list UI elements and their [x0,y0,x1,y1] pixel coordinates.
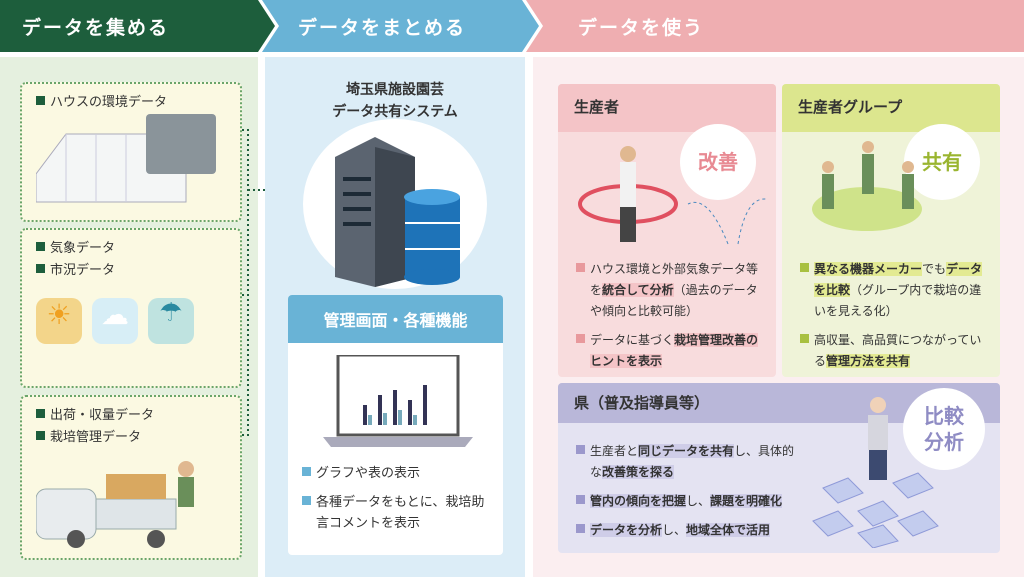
highlight-text: データを分析 [590,523,663,537]
management-panel: 管理画面・各種機能 グラフや表の表示 各種データをもとに、栽培助言コメントを表示 [288,295,503,555]
use-column: 生産者 改善 ハウス環境と外部気象データ等を統合して分析（過去のデータや傾向と比… [533,57,1024,577]
prefecture-title: 県（普及指導員等） [558,383,1000,423]
item-text: ハウス環境と外部気象データ等を [590,262,759,297]
group-items: 異なる機器メーカーでもデータを比較（グループ内で栽培の違いを見える化） 高収量、高… [800,259,990,377]
panel-title: 管理画面・各種機能 [288,295,503,343]
item-text: し、 [662,523,687,537]
feature-text: 各種データをもとに、栽培助言コメントを表示 [316,495,485,531]
group-badge: 共有 [904,124,980,200]
bullet-square [800,263,809,272]
sun-icon: ☀ [36,298,82,344]
laptop-chart-icon [323,353,473,447]
banner-collect: データを集める [22,16,170,39]
group-item: 高収量、高品質につながっている管理方法を共有 [800,330,990,372]
producer-item: ハウス環境と外部気象データ等を統合して分析（過去のデータや傾向と比較可能） [576,259,766,322]
label-market: 市況データ [50,263,116,278]
item-text: （過去のデータや傾向と比較可能） [590,283,758,318]
umbrella-icon: ☂ [148,298,194,344]
highlight-text: 統合して分析 [602,283,674,297]
highlight-text: 課題を明確化 [710,494,783,508]
house-environment-box: ハウスの環境データ [20,82,242,222]
highlight-text: 改善策を探る [602,465,675,479]
producer-title: 生産者 [558,84,776,132]
weather-market-box: 気象データ 市況データ ☀ ☁ ☂ [20,228,242,388]
banner-shapes [0,0,1024,52]
item-text: し、 [686,494,711,508]
prefecture-item: データを分析し、地域全体で活用 [576,520,806,541]
highlight-text: 同じデータを共有 [638,444,735,458]
item-text: 高収量、高品質につながっている [814,333,982,368]
prefecture-badge: 比較分析 [903,388,985,470]
bullet-square [576,445,585,454]
organize-column: 埼玉県施設園芸 データ共有システム 管理画面・各種機能 グラフや表の表示 各種デ… [265,57,525,577]
label-house-env: ハウスの環境データ [50,95,168,110]
greenhouse-icon [35,114,216,203]
group-item: 異なる機器メーカーでもデータを比較（グループ内で栽培の違いを見える化） [800,259,990,322]
banner-use: データを使う [578,16,705,39]
feature-item: グラフや表の表示 [302,463,497,484]
collect-column: ハウスの環境データ 気象データ 市況データ ☀ ☁ ☂ 出荷・収量データ 栽培管… [0,57,258,577]
truck-icon [35,461,194,548]
system-subtitle: データ共有システム [332,104,458,120]
banner-organize: データをまとめる [298,16,467,39]
label-shipment: 出荷・収量データ [50,408,155,423]
group-card: 生産者グループ 共有 異なる機器メーカーでもデータを比較（グループ内で栽培の違い… [782,84,1000,377]
label-cultivation: 栽培管理データ [50,430,142,445]
prefecture-items: 生産者と同じデータを共有し、具体的な改善策を探る管内の傾向を把握し、課題を明確化… [576,441,806,549]
producer-items: ハウス環境と外部気象データ等を統合して分析（過去のデータや傾向と比較可能） データ… [576,259,766,377]
bullet-square [576,524,585,533]
highlight-text: 地域全体で活用 [686,523,771,537]
prefecture-item: 管内の傾向を把握し、課題を明確化 [576,491,806,512]
producer-card: 生産者 改善 ハウス環境と外部気象データ等を統合して分析（過去のデータや傾向と比… [558,84,776,377]
highlight-text: 異なる機器メーカー [814,262,923,276]
bullet-square [576,263,585,272]
server-database-icon [335,137,460,287]
bullet-square [800,334,809,343]
item-text: でも [922,262,947,276]
producer-item: データに基づく栽培管理改善のヒントを表示 [576,330,766,372]
cloud-icon: ☁ [92,298,138,344]
highlight-text: 管理方法を共有 [826,354,911,368]
bullet-square [576,334,585,343]
producer-badge: 改善 [680,124,756,200]
prefecture-card: 県（普及指導員等） 比較分析 生産者と同じデータを共有し、具体的な改善策を探る管… [558,383,1000,553]
bullet-square [576,495,585,504]
producer-group-illustration [812,141,922,231]
item-text: し、具体的な [590,444,795,479]
label-weather: 気象データ [50,241,116,256]
highlight-text: 管内の傾向を把握 [590,494,687,508]
system-title: 埼玉県施設園芸 [346,82,444,98]
shipment-box: 出荷・収量データ 栽培管理データ [20,395,242,560]
group-title: 生産者グループ [782,84,1000,132]
item-text: 生産者と [590,444,639,458]
prefecture-item: 生産者と同じデータを共有し、具体的な改善策を探る [576,441,806,483]
advisor-illustration [812,397,939,548]
item-text: （グループ内で栽培の違いを見える化） [814,283,982,318]
farmer-illustration [578,146,768,245]
feature-item: 各種データをもとに、栽培助言コメントを表示 [302,492,497,534]
item-text: データに基づく [590,333,675,347]
feature-text: グラフや表の表示 [316,466,421,481]
